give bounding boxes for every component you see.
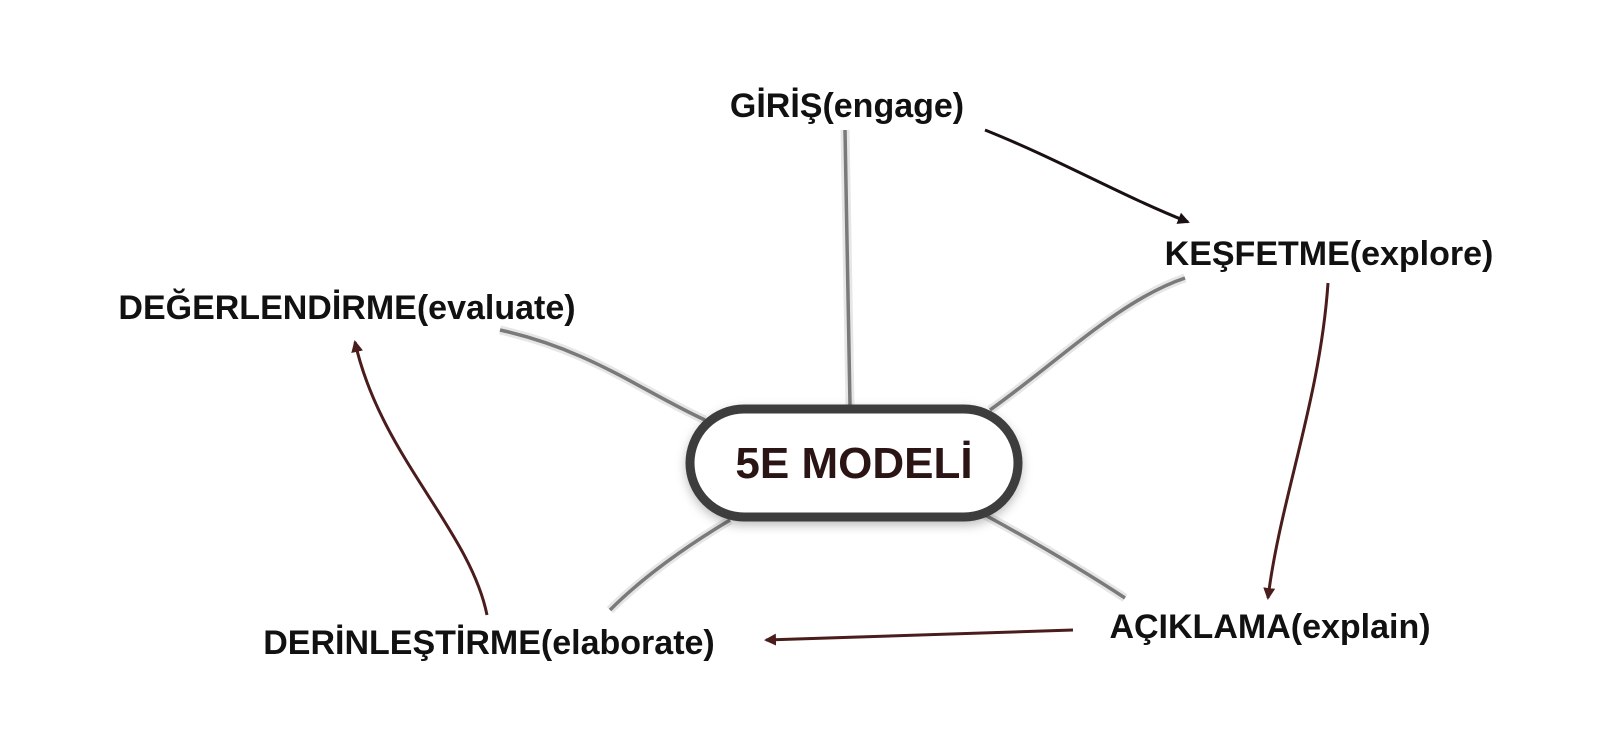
spoke-connectors (499, 129, 1187, 614)
arrow-explain-to-elaborate (764, 628, 1074, 646)
spoke-engage (843, 129, 852, 406)
arrow-explore-to-explain (1263, 282, 1330, 600)
node-explore: KEŞFETME(explore) (1165, 235, 1494, 273)
spoke-elaborate (608, 518, 731, 612)
arrow-engage-to-explore (984, 128, 1190, 224)
spoke-explain (984, 513, 1126, 600)
center-node: 5E MODELİ (685, 404, 1023, 522)
node-elaborate: DERİNLEŞTİRME(elaborate) (263, 624, 715, 662)
node-engage: GİRİŞ(engage) (730, 87, 964, 125)
center-title: 5E MODELİ (735, 439, 972, 488)
center-node-pill (685, 404, 1023, 522)
outer-nodes: GİRİŞ(engage) KEŞFETME(explore) AÇIKLAMA… (118, 87, 1493, 662)
spoke-explore (988, 276, 1186, 412)
arrow-elaborate-to-evaluate (351, 340, 489, 616)
node-explain: AÇIKLAMA(explain) (1109, 608, 1430, 646)
node-evaluate: DEĞERLENDİRME(evaluate) (118, 289, 575, 327)
spoke-evaluate (499, 328, 706, 422)
cycle-arrows (351, 128, 1330, 646)
spoke-shadow-elaborate (606, 516, 733, 614)
